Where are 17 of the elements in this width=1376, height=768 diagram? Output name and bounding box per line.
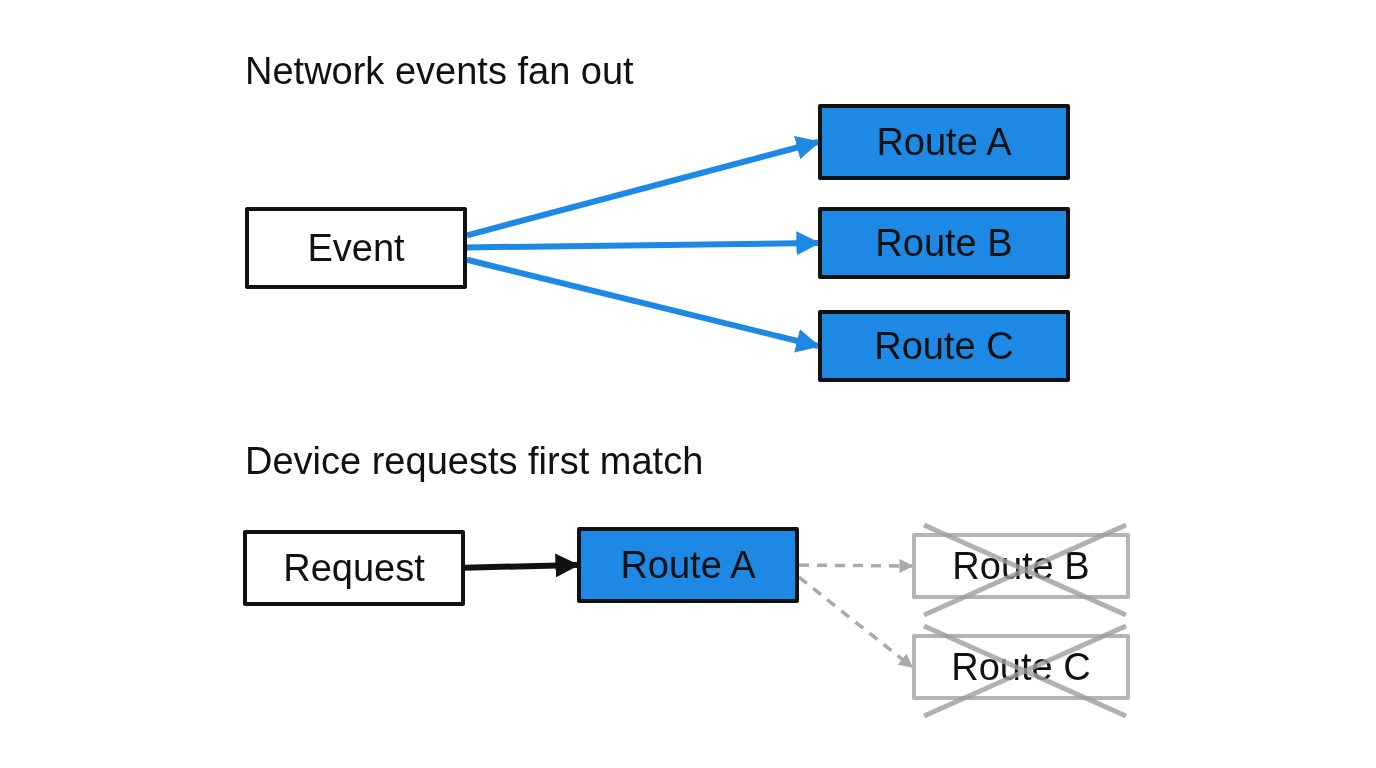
- node-label: Route A: [876, 120, 1012, 164]
- node-label: Request: [283, 546, 425, 590]
- section-heading: Device requests first match: [245, 440, 704, 483]
- route-box: [818, 207, 1070, 279]
- arrow: [799, 558, 914, 573]
- node-label: Route B: [875, 221, 1013, 265]
- node-label: Route A: [620, 543, 756, 587]
- route-box: [818, 310, 1070, 382]
- node-label: Route C: [874, 324, 1014, 368]
- node-label: Event: [307, 226, 405, 270]
- section-heading: Network events fan out: [245, 50, 634, 93]
- node-label: Route B: [952, 544, 1090, 588]
- route-box: [577, 527, 799, 603]
- process-box: [245, 207, 467, 289]
- route-box: [818, 104, 1070, 180]
- node-label: Route C: [951, 645, 1091, 689]
- process-box: [243, 530, 465, 606]
